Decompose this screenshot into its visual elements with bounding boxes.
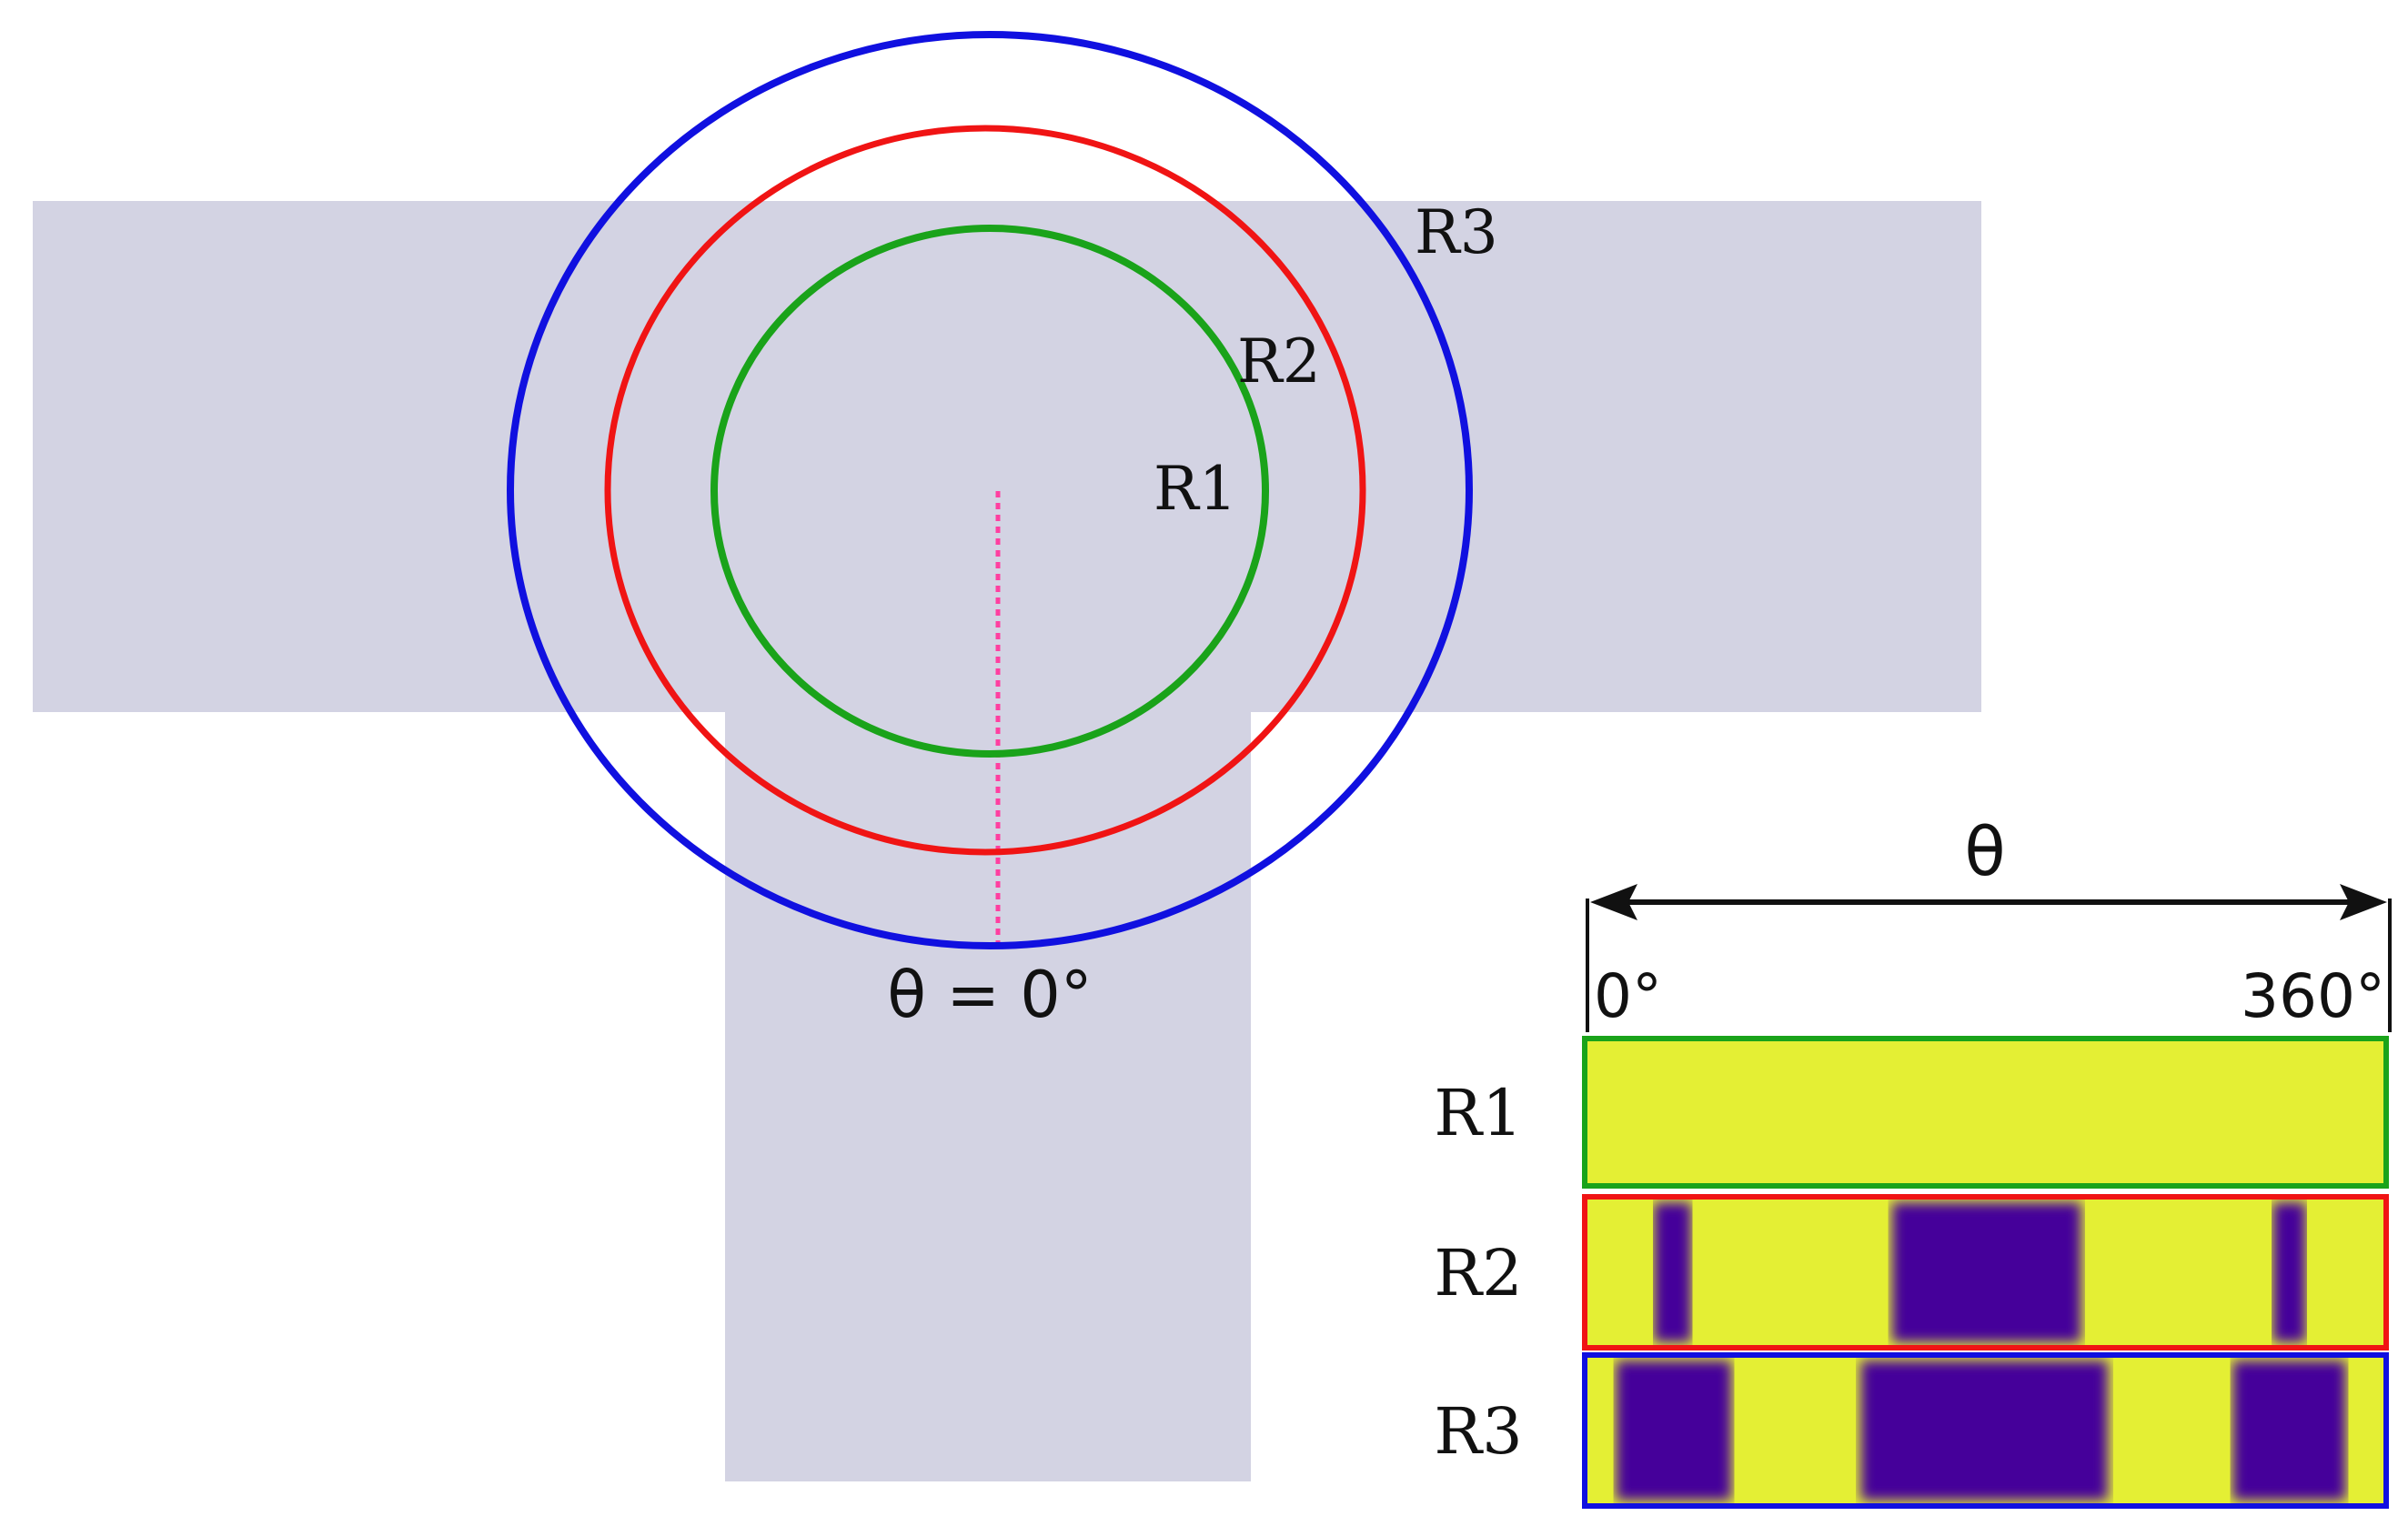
strip-r3-band	[1616, 1360, 1732, 1501]
strip-r2-band	[1891, 1202, 2081, 1342]
arrowhead-right-icon	[2340, 884, 2387, 920]
strip-r2-band	[2272, 1202, 2306, 1342]
ring-label-r2: R2	[1237, 326, 1321, 397]
theta-zero-label: θ = 0°	[887, 958, 1093, 1032]
strip-r2-band	[1653, 1202, 1692, 1342]
strip-r3-bands	[1616, 1360, 2346, 1501]
ring-r2	[604, 125, 1366, 856]
strip-r1-border	[1582, 1036, 2389, 1189]
strip-r1-base	[1585, 1039, 2386, 1186]
strip-label-r1: R1	[1434, 1076, 1522, 1150]
rings	[507, 31, 1473, 949]
strip-r3-border	[1582, 1352, 2389, 1509]
strip-r2-bands	[1653, 1202, 2306, 1342]
ring-label-r3: R3	[1415, 197, 1498, 267]
ring-label-r1: R1	[1154, 454, 1237, 524]
ring-r1	[710, 225, 1269, 758]
strip-r3-band	[2232, 1360, 2346, 1501]
strip-label-r3: R3	[1434, 1394, 1522, 1469]
arrowhead-left-icon	[1590, 884, 1637, 920]
t-junction-stem	[725, 712, 1251, 1481]
strip-label-r2: R2	[1434, 1236, 1522, 1310]
strip-r2-border	[1582, 1194, 2389, 1350]
t-junction-top-bar	[33, 201, 1981, 712]
theta-axis: θ 0° 360°	[1586, 813, 2392, 1032]
t-junction	[33, 201, 1981, 1481]
axis-start-label: 0°	[1594, 961, 1662, 1031]
ring-r3	[507, 31, 1473, 949]
profile-strips: R1 R2 R3	[1434, 1036, 2389, 1509]
axis-theta-label: θ	[1964, 813, 2005, 891]
axis-end-label: 360°	[2241, 961, 2385, 1031]
strip-r3-band	[1860, 1360, 2109, 1501]
